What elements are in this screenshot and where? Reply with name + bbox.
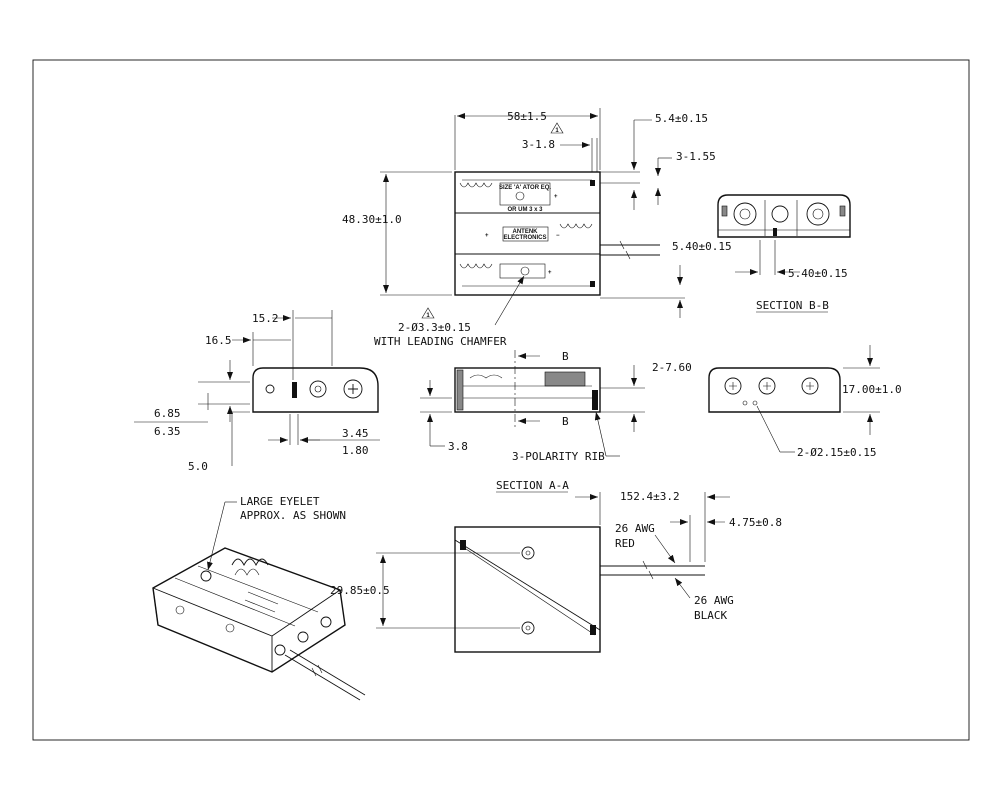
dim-3-45: 3.45 — [342, 427, 369, 440]
rib-dim: 2-7.60 — [652, 361, 692, 374]
svg-text:B: B — [562, 415, 569, 428]
right-hole-dim: 2-Ø2.15±0.15 — [797, 446, 876, 459]
spring-mid — [559, 223, 593, 229]
isometric-view: LARGE EYELET APPROX. AS SHOWN — [152, 495, 366, 701]
sheet-border — [32, 59, 970, 741]
red-wire-color: RED — [615, 537, 635, 550]
section-b-b: 5.40±0.15 SECTION B-B — [717, 194, 851, 313]
right-view: 17.00±1.0 2-Ø2.15±0.15 — [708, 345, 902, 459]
section-bb-title: SECTION B-B — [756, 299, 829, 312]
hole-spacing-dim: 29.85±0.5 — [330, 584, 390, 597]
svg-text:B: B — [562, 350, 569, 363]
cell-label-mid: ANTENK — [513, 229, 539, 235]
strip-dim: 4.75±0.8 — [729, 516, 782, 529]
spacing-dim: 5.40±0.15 — [672, 240, 732, 253]
svg-text:+: + — [485, 233, 489, 239]
bottom-view: 29.85±0.5 152.4±3.2 4.75±0.8 26 AWG RED … — [330, 490, 782, 653]
svg-text:+: + — [548, 270, 552, 276]
top-view: SIZE 'A' ATOR EQ. OR UM 3 x 3 + ANTENK E… — [342, 108, 732, 348]
wire-dim: 3-1.55 — [676, 150, 716, 163]
hole-dim: 2-Ø3.3±0.15 — [398, 321, 471, 334]
left-view: 15.2 16.5 6.85 6.35 3.45 1.80 5.0 — [134, 310, 380, 473]
height-3-8: 3.8 — [448, 440, 468, 453]
svg-text:1: 1 — [555, 128, 559, 134]
wire-length-dim: 152.4±3.2 — [620, 490, 680, 503]
dim-1-80: 1.80 — [342, 444, 369, 457]
height-dim: 48.30±1.0 — [342, 213, 402, 226]
cell-label-mid2: ELECTRONICS — [503, 235, 546, 241]
dim-15-2: 15.2 — [252, 312, 279, 325]
spring-top — [459, 182, 493, 188]
black-wire-color: BLACK — [694, 609, 727, 622]
holder-outline — [454, 171, 601, 296]
section-aa-title: SECTION A-A — [496, 479, 569, 492]
svg-text:1: 1 — [426, 313, 430, 319]
terminal-dim: 5.4±0.15 — [655, 112, 708, 125]
eyelet-note-1: LARGE EYELET — [240, 495, 320, 508]
rib-note: 3-POLARITY RIB — [512, 450, 605, 463]
dim-6-35: 6.35 — [154, 425, 181, 438]
svg-text:−: − — [556, 233, 560, 239]
svg-text:+: + — [554, 194, 558, 200]
width-dim: 58±1.5 — [507, 110, 547, 123]
dim-16-5: 16.5 — [205, 334, 232, 347]
iso-spring — [231, 558, 269, 567]
eyelet-note-2: APPROX. AS SHOWN — [240, 509, 346, 522]
right-height-dim: 17.00±1.0 — [842, 383, 902, 396]
black-wire-gauge: 26 AWG — [694, 594, 734, 607]
red-wire-gauge: 26 AWG — [615, 522, 655, 535]
cell-label-top2: OR UM 3 x 3 — [507, 207, 543, 213]
section-bb-dim: 5.40±0.15 — [788, 267, 848, 280]
chamfer-note: WITH LEADING CHAMFER — [374, 335, 507, 348]
dim-6-85: 6.85 — [154, 407, 181, 420]
spring-bottom — [459, 263, 493, 269]
dim-5-0: 5.0 — [188, 460, 208, 473]
eyelet-dim: 3-1.8 — [522, 138, 555, 151]
cell-label-top: SIZE 'A' ATOR EQ. — [499, 185, 551, 191]
section-a-a: B B 2-7.60 3.8 3-POLARITY RIB SECTION A-… — [420, 350, 692, 493]
